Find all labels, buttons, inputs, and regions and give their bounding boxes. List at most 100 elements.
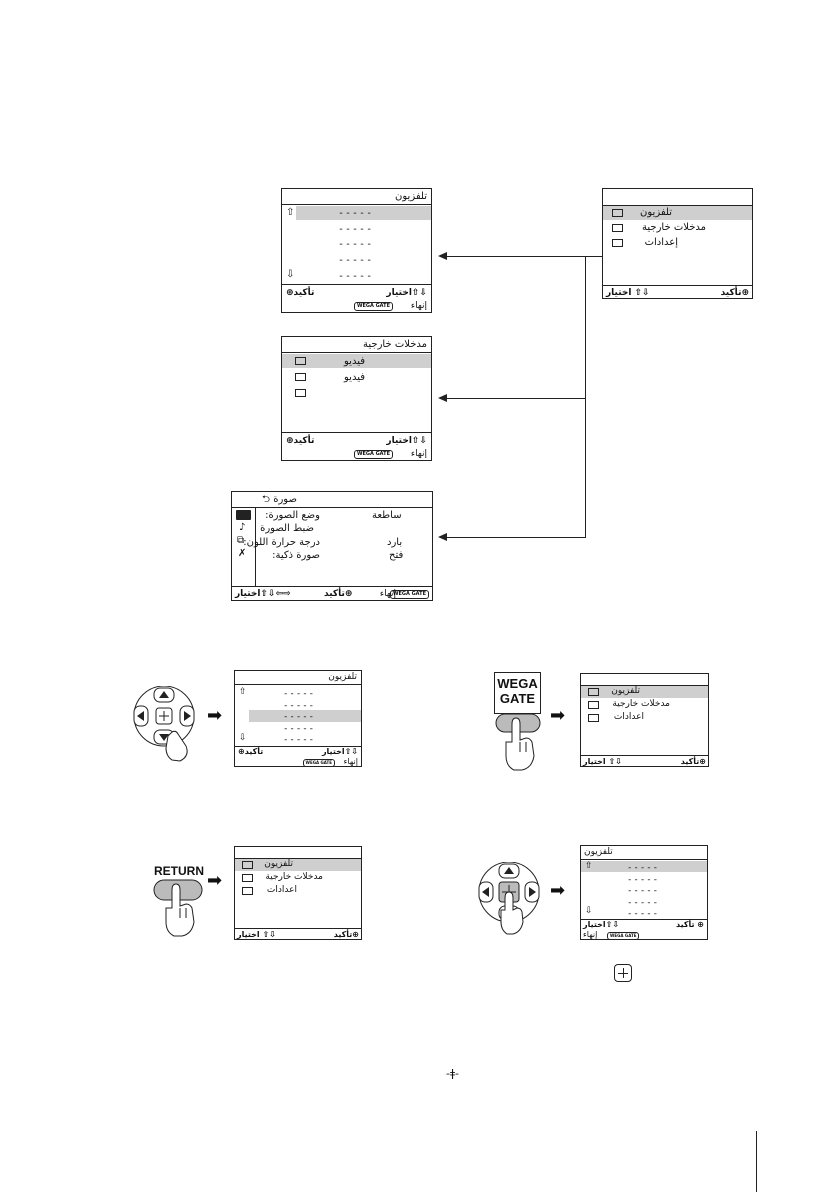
input-icon — [612, 224, 623, 232]
step-main-menu: تلفزيون مدخلات خارجية اعدادات اختيار ⇧⇩ … — [580, 673, 709, 767]
step-channel-menu: تلفزيون ⇧ ----- ----- ----- ----- ⇩ ----… — [234, 670, 362, 767]
channel-row: ----- — [338, 224, 374, 235]
channel-row: ----- — [627, 898, 660, 908]
selected-row — [603, 206, 752, 220]
channel-row: ----- — [627, 886, 660, 896]
selected-row — [282, 354, 431, 368]
up-arrow-icon: ⇧ — [585, 861, 593, 871]
exit-hint: إنهاء — [379, 589, 396, 599]
tv-icon — [588, 688, 599, 696]
sidebar-divider — [255, 508, 256, 586]
enter-mark-icon: -ǂ- — [446, 1067, 459, 1080]
setting-label: وضع الصورة: — [265, 510, 320, 521]
arrow-right-icon: ➡ — [207, 705, 223, 726]
select-hint: اختيار⇧⇩ — [583, 920, 620, 929]
menu-item: تلفزيون — [264, 859, 293, 869]
up-arrow-icon: ⇧ — [286, 207, 295, 218]
wega-gate-badge: WEGA GATE — [302, 759, 335, 766]
confirm-hint: ⊕تأكيد — [286, 436, 315, 446]
setting-label: صورة ذكية: — [272, 550, 320, 561]
confirm-hint: تأكيد ⊕ — [675, 920, 704, 929]
menu-footer: اختيار ⇧⇩ تأكيد⊕ — [235, 928, 361, 939]
exit-hint: إنهاء — [343, 757, 358, 766]
input-icon — [242, 874, 253, 882]
input-row: فيديو — [344, 372, 365, 383]
confirm-hint: تأكيد⊕ — [333, 930, 359, 939]
arrow-icon — [438, 394, 447, 402]
menu-footer: ⊕تأكيد اختيار⇧⇩ إنهاء WEGA GATE — [282, 284, 431, 312]
dpad-enter-icon — [478, 862, 540, 935]
select-hint: اختيار⇧⇩⇦⇨ — [235, 589, 291, 599]
return-icon: ⮌ — [262, 494, 271, 505]
channel-row: ----- — [627, 909, 660, 919]
menu-title: تلفزيون — [581, 846, 707, 860]
picture-icon — [236, 510, 251, 520]
menu-footer: اختيار ⇧⇩ تأكيد⊕ — [581, 755, 708, 766]
down-arrow-icon: ⇩ — [585, 906, 593, 916]
setting-value: ساطعة — [372, 510, 402, 521]
channel-row: ----- — [627, 863, 660, 873]
return-button[interactable] — [152, 878, 206, 940]
channel-row: ----- — [338, 255, 374, 266]
selected-row — [581, 686, 708, 698]
toolbox-icon — [242, 887, 253, 895]
channel-row: ----- — [338, 208, 374, 219]
setup-wrench-icon: ✗ — [238, 548, 247, 559]
channel-row: ----- — [283, 689, 316, 699]
arrow-right-icon: ➡ — [550, 705, 566, 726]
down-arrow-icon: ⇩ — [286, 269, 295, 280]
menu-item: مدخلات خارجية — [612, 699, 670, 709]
screen-icon: ⧉ — [237, 535, 245, 546]
menu-item: اعدادات — [266, 885, 297, 895]
selected-row — [581, 861, 707, 872]
wega-gate-badge: WEGA GATE — [389, 590, 429, 599]
wega-gate-button[interactable]: WEGA GATE — [494, 672, 541, 714]
title-bar — [603, 189, 752, 206]
wega-label: WEGA — [497, 676, 538, 691]
menu-footer: اختيار⇧⇩ تأكيد ⊕ إنهاء WEGA GATE — [581, 919, 707, 939]
exit-hint: إنهاء — [583, 930, 598, 939]
title-bar — [235, 847, 361, 859]
select-hint: اختيار ⇧⇩ — [606, 288, 650, 298]
press-hand-icon — [495, 713, 541, 771]
confirm-hint: تأكيد⊕ — [680, 757, 706, 766]
select-hint: اختيار⇧⇩ — [386, 288, 427, 298]
wega-gate-badge: WEGA GATE — [353, 302, 393, 311]
enter-button-icon — [614, 964, 632, 982]
input-icon — [588, 701, 599, 709]
selected-row — [235, 859, 361, 871]
arrow-icon — [438, 252, 447, 260]
tv-channel-menu: تلفزيون ⇧ ----- ----- ----- ----- ⇩ ----… — [281, 188, 432, 313]
title-bar — [581, 674, 708, 686]
connector-line — [585, 256, 586, 538]
up-arrow-icon: ⇧ — [239, 687, 247, 697]
arrow-right-icon: ➡ — [550, 880, 566, 901]
menu-item: اعدادات — [613, 712, 644, 722]
channel-row: ----- — [338, 239, 374, 250]
main-top-menu: تلفزيون مدخلات خارجية إعدادات اختيار ⇧⇩ … — [602, 188, 753, 299]
selected-row — [296, 206, 431, 220]
menu-item: مدخلات خارجية — [642, 222, 706, 233]
select-hint: اختيار ⇧⇩ — [583, 757, 622, 766]
menu-title: تلفزيون — [282, 189, 431, 205]
setting-label: ضبط الصورة — [260, 523, 314, 534]
menu-title: ⮌ صورة — [232, 492, 432, 508]
input-icon — [295, 389, 306, 397]
channel-row: ----- — [338, 271, 374, 282]
menu-footer: اختيار ⇧⇩ تأكيد⊕ — [603, 285, 752, 298]
connector-line — [585, 256, 602, 257]
arrow-right-icon: ➡ — [207, 870, 223, 891]
select-hint: اختيار⇧⇩ — [386, 436, 427, 446]
tv-icon — [242, 861, 253, 869]
confirm-hint: تأكيد⊕ — [324, 589, 353, 599]
exit-hint: إنهاء — [410, 449, 427, 459]
arrow-icon — [438, 533, 447, 541]
gate-label: GATE — [499, 691, 536, 706]
menu-title: مدخلات خارجية — [282, 337, 431, 353]
confirm-hint: تأكيد⊕ — [720, 288, 749, 298]
channel-row: ----- — [627, 875, 660, 885]
toolbox-icon — [612, 239, 623, 247]
setting-value: بارد — [387, 537, 403, 548]
connector-line — [446, 398, 586, 399]
dpad-down-icon — [133, 686, 195, 762]
